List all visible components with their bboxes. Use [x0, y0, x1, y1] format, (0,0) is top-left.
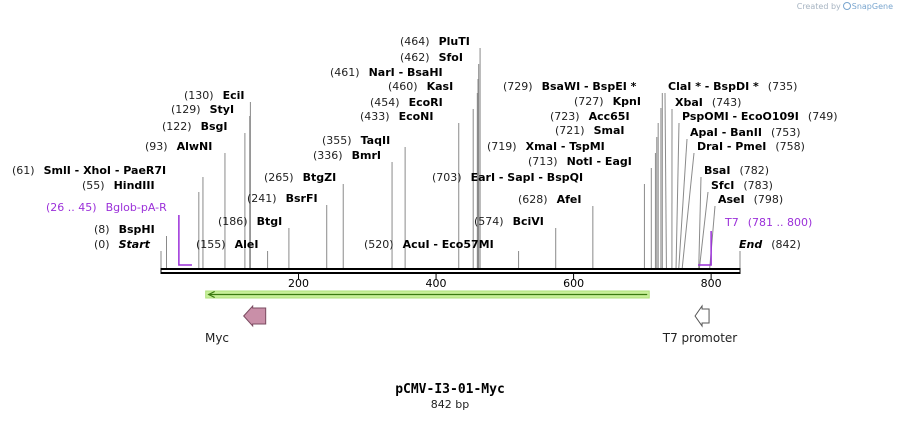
site-label-btgzi[interactable]: (265)BtgZI	[264, 171, 336, 184]
map-length: 842 bp	[431, 398, 469, 411]
primer-t7-label[interactable]: T7(781 .. 800)	[724, 216, 812, 229]
site-label-acui[interactable]: (520)AcuI - Eco57MI	[364, 238, 494, 251]
leader-line-pspomi	[676, 123, 679, 268]
axis-tick-label: 200	[288, 277, 309, 290]
axis-tick-label: 800	[701, 277, 722, 290]
axis-tick-label: 400	[426, 277, 447, 290]
site-label-alwni[interactable]: (93)AlwNI	[145, 140, 212, 153]
site-label-bmri[interactable]: (336)BmrI	[313, 149, 381, 162]
site-label-kasi[interactable]: (460)KasI	[388, 80, 453, 93]
leader-line-clai	[665, 93, 666, 268]
t7-promoter-feature-arrow[interactable]	[695, 306, 709, 326]
site-label-smai[interactable]: (721)SmaI	[555, 124, 625, 137]
start-label: (0)Start	[94, 238, 151, 251]
site-label-drai[interactable]: DraI - PmeI(758)	[697, 140, 805, 153]
site-label-sfci[interactable]: SfcI(783)	[711, 179, 773, 192]
end-label: End(842)	[739, 238, 801, 251]
site-label-afei[interactable]: (628)AfeI	[518, 193, 581, 206]
t7-promoter-label: T7 promoter	[662, 331, 738, 345]
site-label-alei[interactable]: (155)AleI	[196, 238, 258, 251]
site-label-noti[interactable]: (713)NotI - EagI	[528, 155, 632, 168]
site-label-apai[interactable]: ApaI - BanII(753)	[690, 126, 801, 139]
myc-label: Myc	[205, 331, 229, 345]
site-label-clai[interactable]: ClaI * - BspDI *(735)	[668, 80, 797, 93]
snapgene-logo-icon	[843, 2, 851, 10]
site-label-xbai[interactable]: XbaI(743)	[675, 96, 741, 109]
site-label-ecii[interactable]: (130)EciI	[184, 89, 245, 102]
site-label-nari[interactable]: (461)NarI - BsaHI	[330, 66, 443, 79]
sequence-backbone-inner	[161, 270, 740, 272]
site-label-styi[interactable]: (129)StyI	[171, 103, 234, 116]
site-label-bsai[interactable]: BsaI(782)	[704, 164, 769, 177]
credit-brand: SnapGene	[852, 2, 893, 11]
primer-bglob-label[interactable]: (26 .. 45)Bglob-pA-R	[46, 201, 167, 214]
site-label-bsgi[interactable]: (122)BsgI	[162, 120, 228, 133]
site-label-pspomi[interactable]: PspOMI - EcoO109I(749)	[682, 110, 838, 123]
map-title: pCMV-I3-01-Myc	[395, 382, 505, 397]
site-label-eari[interactable]: (703)EarI - SapI - BspQI	[432, 171, 583, 184]
site-label-xmai[interactable]: (719)XmaI - TspMI	[487, 140, 605, 153]
axis-ticks: 200 400 600 800	[288, 274, 722, 290]
site-label-sfoi[interactable]: (462)SfoI	[400, 51, 463, 64]
myc-feature-arrow[interactable]	[244, 306, 266, 326]
site-label-taqii[interactable]: (355)TaqII	[322, 134, 390, 147]
site-label-acc65i[interactable]: (723)Acc65I	[550, 110, 630, 123]
site-label-bsrfi[interactable]: (241)BsrFI	[247, 192, 318, 205]
site-label-bsawi[interactable]: (729)BsaWI - BspEI *	[503, 80, 637, 93]
site-label-ecori[interactable]: (454)EcoRI	[370, 96, 443, 109]
site-label-hindiii[interactable]: (55)HindIII	[82, 179, 155, 192]
site-label-asei[interactable]: AseI(798)	[718, 193, 783, 206]
site-label-pluti[interactable]: (464)PluTI	[400, 35, 470, 48]
primer-bglob-arrow[interactable]	[179, 215, 192, 265]
site-label-kpni[interactable]: (727)KpnI	[574, 95, 641, 108]
site-label-bsphi[interactable]: (8)BspHI	[94, 223, 155, 236]
site-label-bcivi[interactable]: (574)BciVI	[474, 215, 544, 228]
axis-tick-label: 600	[563, 277, 584, 290]
leader-line-apai	[679, 139, 687, 268]
leader-line-drai	[682, 153, 694, 268]
site-label-smli[interactable]: (61)SmlI - XhoI - PaeR7I	[12, 164, 166, 177]
site-label-econi[interactable]: (433)EcoNI	[360, 110, 433, 123]
